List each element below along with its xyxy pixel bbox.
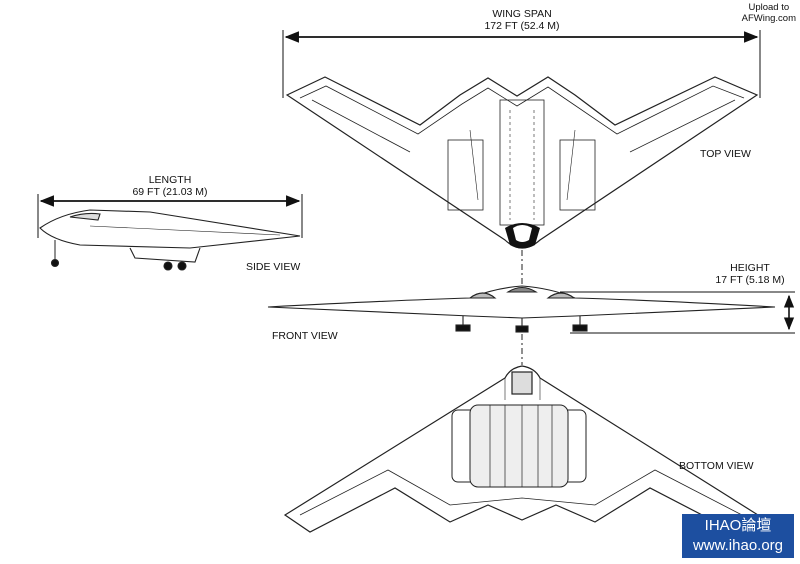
upload-note-line1: Upload to	[748, 2, 790, 13]
front-view-outline	[267, 285, 776, 333]
watermark-line2: www.ihao.org	[692, 537, 784, 554]
bottom-view-outline	[283, 365, 760, 533]
height-label-value: 17 FT (5.18 M)	[715, 274, 785, 286]
wingspan-label-title: WING SPAN	[492, 8, 552, 20]
top-view-outline	[285, 76, 759, 249]
length-label-value: 69 FT (21.03 M)	[132, 186, 208, 198]
side-view-label: SIDE VIEW	[246, 261, 301, 273]
wingspan-label: WING SPAN 172 FT (52.4 M)	[472, 8, 572, 32]
height-label: HEIGHT 17 FT (5.18 M)	[700, 262, 800, 286]
upload-note-line2: AFWing.com	[741, 13, 796, 24]
length-label-title: LENGTH	[148, 174, 192, 186]
side-view-outline	[39, 209, 301, 271]
height-dimension-line	[560, 291, 795, 334]
watermark-line1: IHAO論壇	[704, 517, 772, 534]
wingspan-dimension-line	[282, 30, 761, 98]
ihao-watermark: IHAO論壇 www.ihao.org	[682, 514, 794, 558]
bottom-view-label: BOTTOM VIEW	[679, 460, 754, 472]
upload-note: Upload to AFWing.com	[742, 2, 796, 24]
wingspan-label-value: 172 FT (52.4 M)	[484, 20, 560, 32]
length-label: LENGTH 69 FT (21.03 M)	[120, 174, 220, 198]
top-view-label: TOP VIEW	[700, 148, 751, 160]
length-dimension-line	[37, 194, 303, 238]
height-label-title: HEIGHT	[730, 262, 770, 274]
front-view-label: FRONT VIEW	[272, 330, 338, 342]
